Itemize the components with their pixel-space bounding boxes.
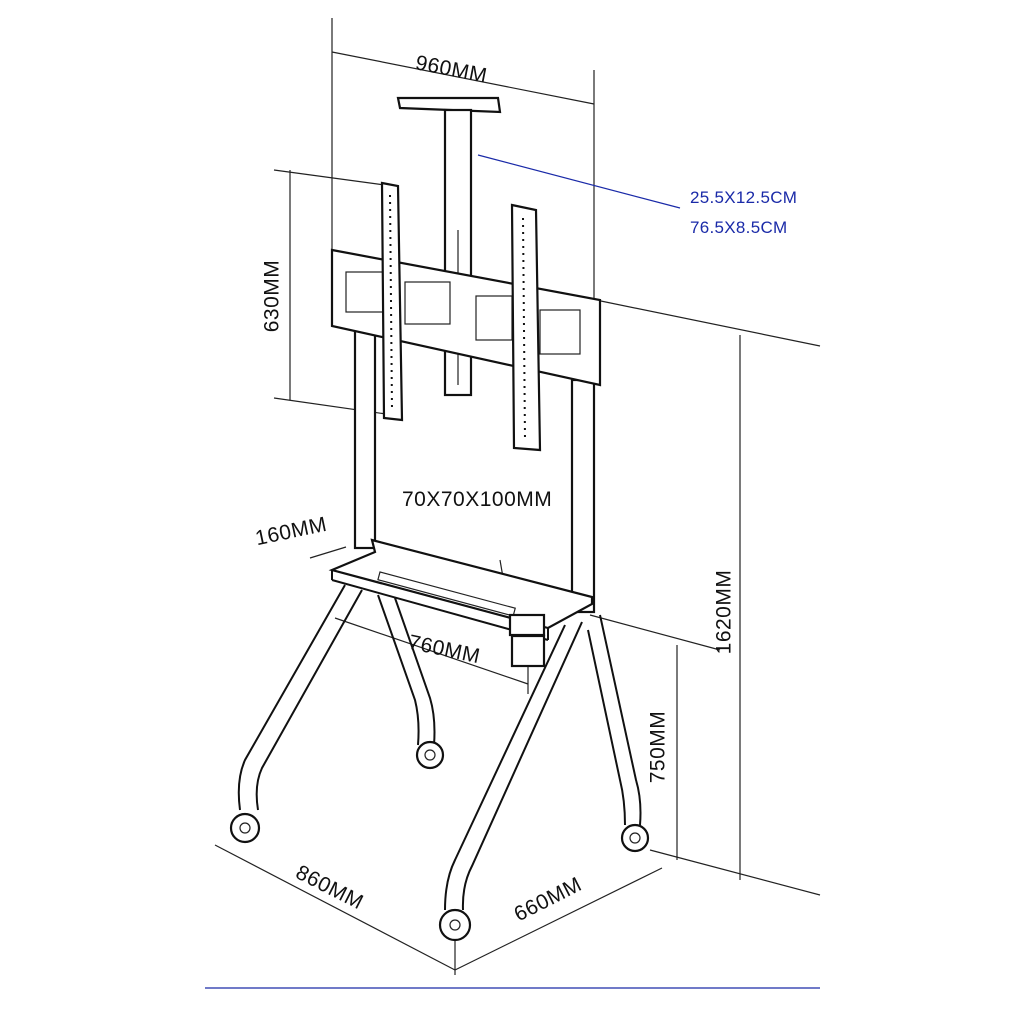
front-left-leg (237, 584, 363, 811)
cup-holder-box (510, 634, 546, 668)
left-post (353, 318, 377, 550)
shelf-height-label: 750MM (646, 710, 670, 784)
camera-tray-label: 25.5X12.5CM (690, 188, 798, 207)
right-post (570, 378, 596, 614)
back-left-leg (377, 594, 436, 746)
front-right-leg (444, 621, 583, 911)
rail-label: 76.5X8.5CM (690, 218, 788, 237)
shelf (328, 538, 594, 630)
casters (229, 740, 650, 942)
back-right-leg (587, 614, 642, 826)
right-rail (510, 203, 542, 452)
cup-holder-label: 70X70X100MM (402, 488, 553, 511)
camera-leader-line (477, 154, 681, 209)
camera-tray (396, 96, 502, 114)
left-rail (380, 181, 404, 422)
cup-holder (508, 613, 546, 637)
total-height-label: 1620MM (712, 569, 736, 655)
bracket-height-label: 630MM (260, 259, 284, 333)
